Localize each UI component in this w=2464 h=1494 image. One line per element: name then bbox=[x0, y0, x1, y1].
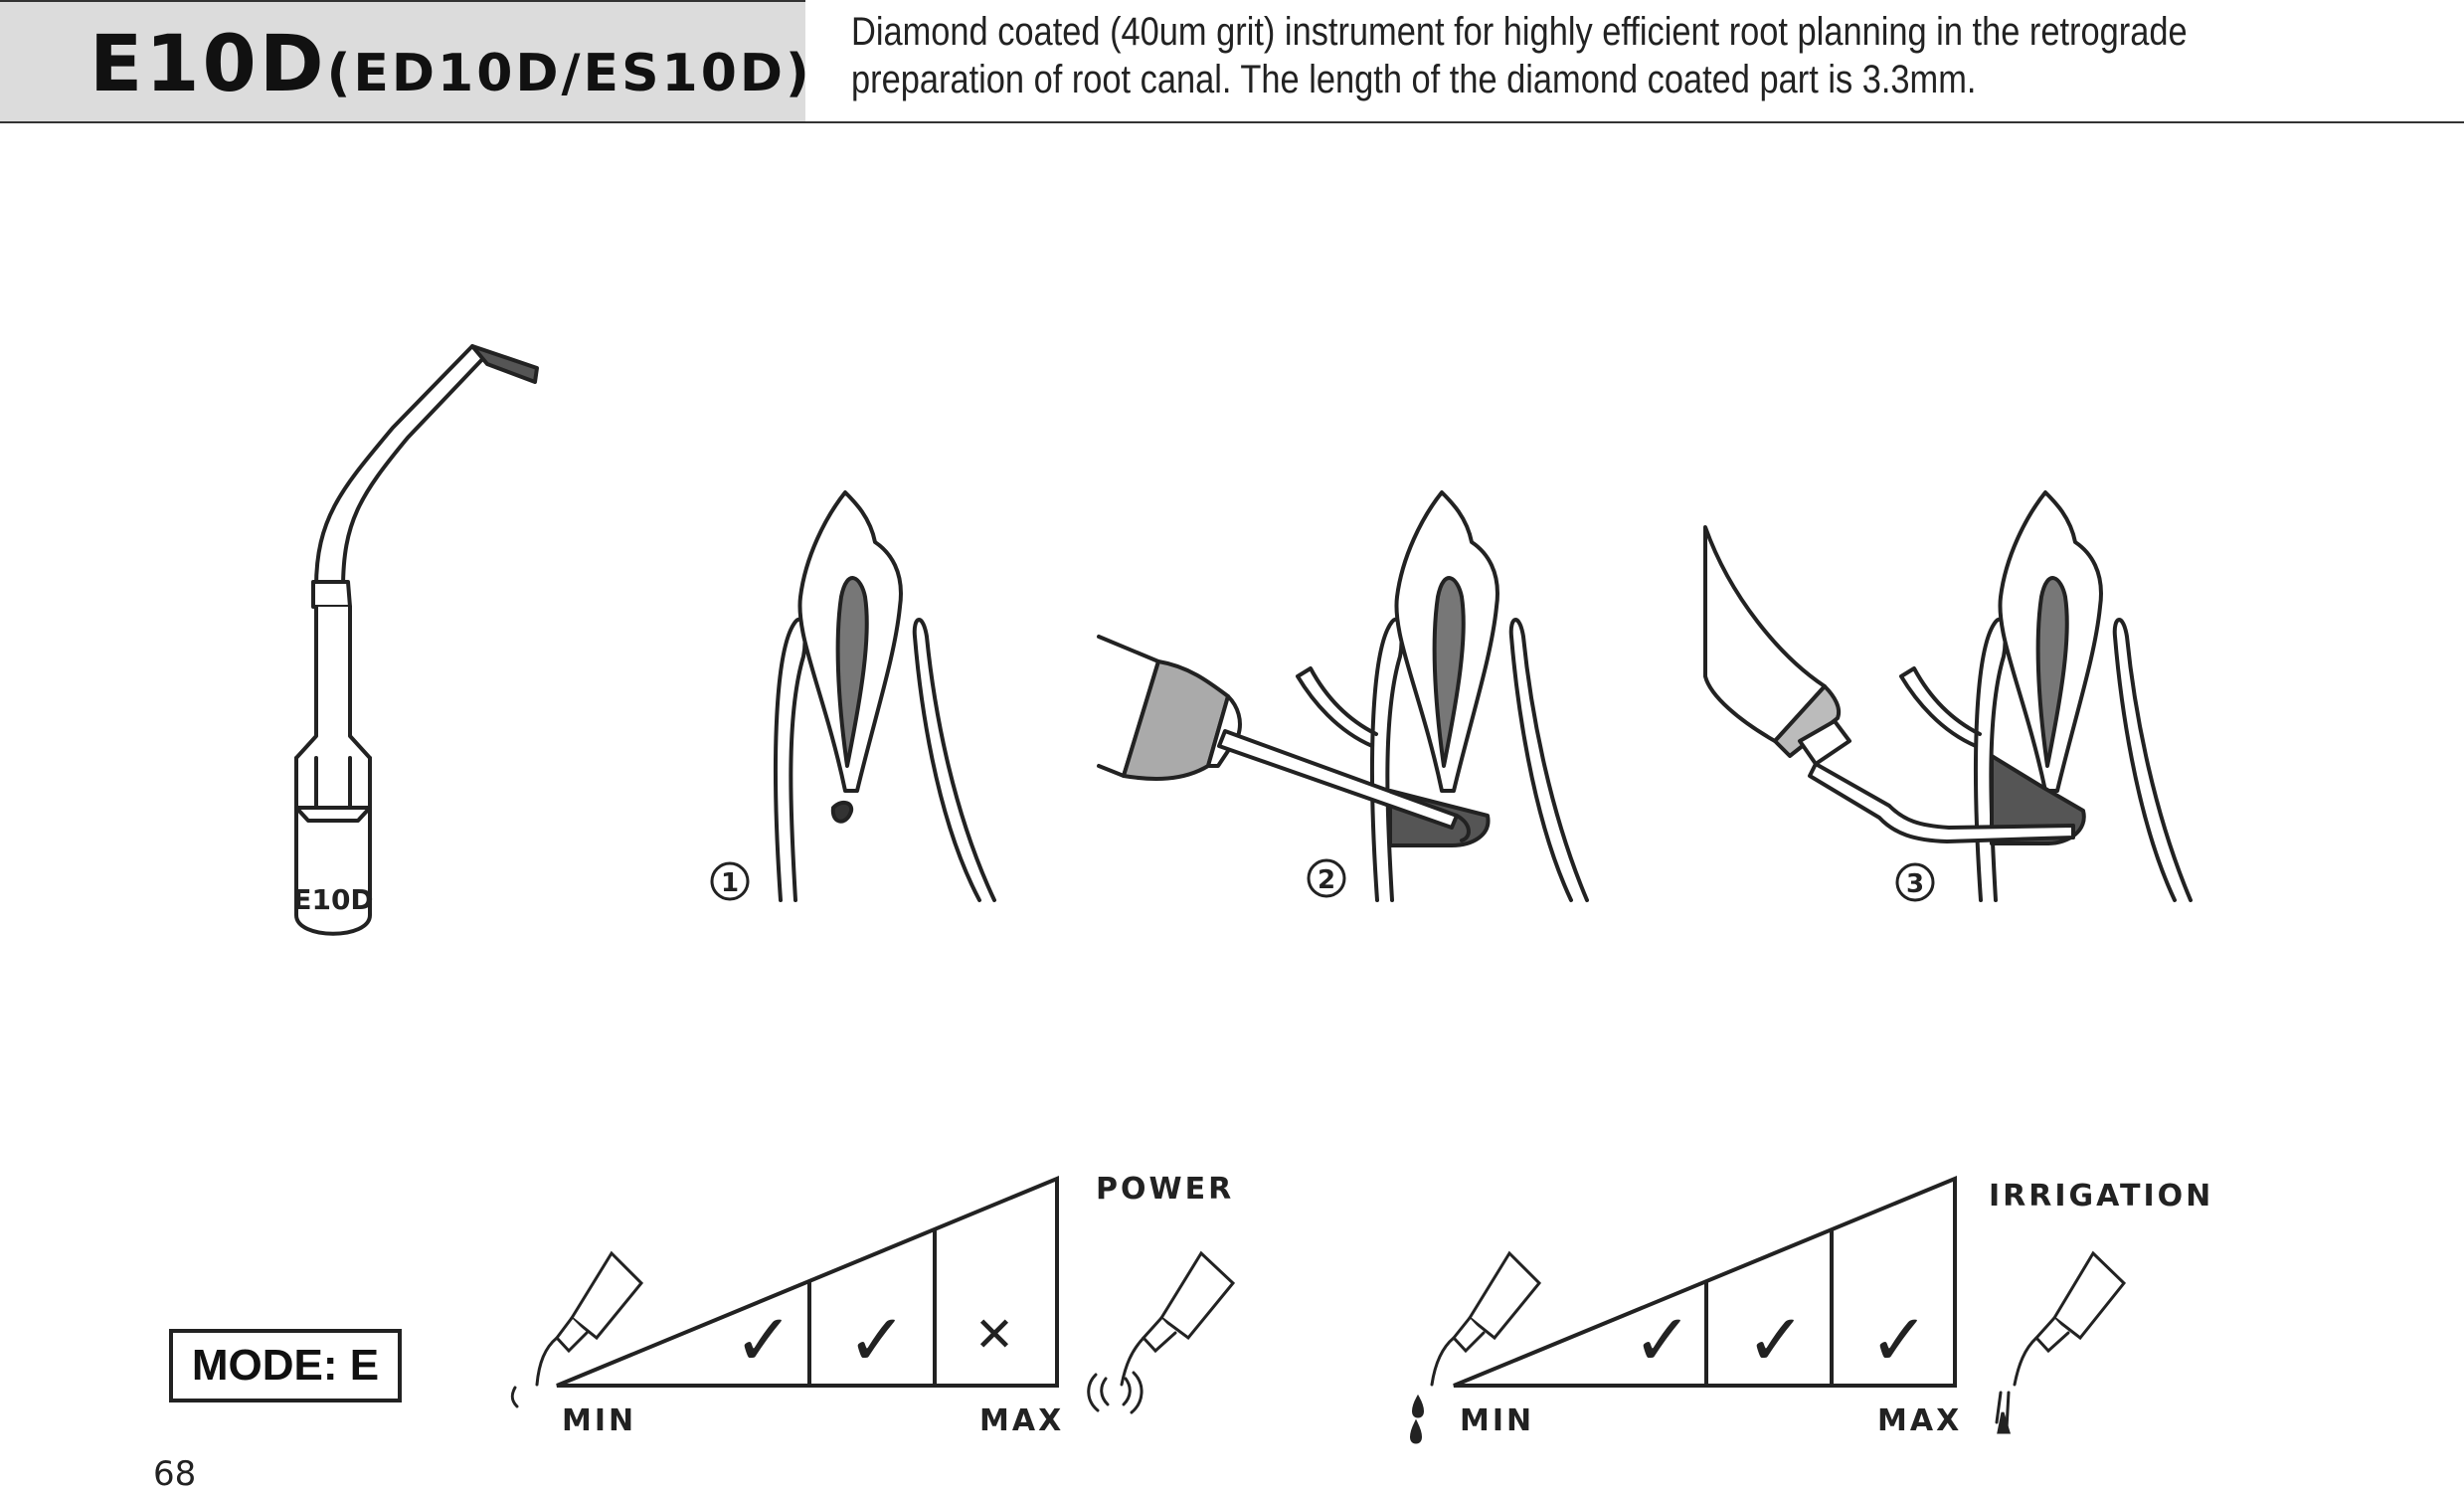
svg-text:2: 2 bbox=[1318, 865, 1335, 895]
header-rule bbox=[805, 121, 2464, 123]
power-mark-1: ✓ bbox=[734, 1298, 793, 1382]
description-line-1: Diamond coated (40um grit) instrument fo… bbox=[851, 10, 2188, 54]
tooth-step-3 bbox=[1703, 490, 2193, 902]
scaler-tip-illustration bbox=[294, 344, 539, 936]
svg-text:1: 1 bbox=[721, 868, 739, 898]
power-max-handpiece-icon bbox=[1087, 1250, 1236, 1414]
step-2-marker: 2 bbox=[1307, 858, 1346, 898]
power-scale: ✓ ✓ ✕ MIN MAX POWER bbox=[510, 1172, 1236, 1438]
power-max-label: MAX bbox=[979, 1403, 1064, 1438]
mode-label: MODE: E bbox=[191, 1341, 380, 1390]
irrigation-max-handpiece-icon bbox=[1995, 1250, 2127, 1434]
irrigation-mark-3: ✓ bbox=[1869, 1298, 1929, 1382]
power-title: POWER bbox=[1096, 1172, 1234, 1207]
irrigation-min-label: MIN bbox=[1460, 1403, 1534, 1438]
power-min-label: MIN bbox=[562, 1403, 636, 1438]
tip-label: E10D bbox=[292, 883, 373, 916]
power-mark-3: ✕ bbox=[974, 1307, 1014, 1363]
tooth-step-1 bbox=[774, 490, 996, 902]
power-min-handpiece-icon bbox=[510, 1250, 644, 1408]
product-title: E10D(ED10D/ES10D) bbox=[89, 20, 812, 109]
step-3-marker: 3 bbox=[1895, 862, 1935, 902]
model-name: E10D bbox=[89, 20, 327, 109]
tooth-step-2 bbox=[1097, 490, 1589, 902]
description-line-2: preparation of root canal. The length of… bbox=[851, 58, 1977, 101]
irrigation-mark-1: ✓ bbox=[1633, 1298, 1692, 1382]
model-variants: (ED10D/ES10D) bbox=[326, 44, 812, 103]
header-band: E10D(ED10D/ES10D) Diamond coated (40um g… bbox=[0, 0, 2464, 125]
irrigation-title: IRRIGATION bbox=[1989, 1179, 2213, 1214]
mode-badge: MODE: E bbox=[169, 1329, 402, 1402]
step-1-marker: 1 bbox=[710, 861, 750, 901]
irrigation-scale: ✓ ✓ ✓ MIN MAX IRRIGATION bbox=[1410, 1176, 2213, 1444]
title-box: E10D(ED10D/ES10D) bbox=[0, 0, 809, 123]
product-description: Diamond coated (40um grit) instrument fo… bbox=[851, 8, 2219, 103]
irrigation-min-handpiece-icon bbox=[1410, 1250, 1542, 1444]
svg-text:3: 3 bbox=[1906, 869, 1924, 899]
power-mark-2: ✓ bbox=[847, 1298, 907, 1382]
page-number: 68 bbox=[153, 1454, 197, 1494]
irrigation-max-label: MAX bbox=[1877, 1403, 1962, 1438]
irrigation-mark-2: ✓ bbox=[1746, 1298, 1806, 1382]
